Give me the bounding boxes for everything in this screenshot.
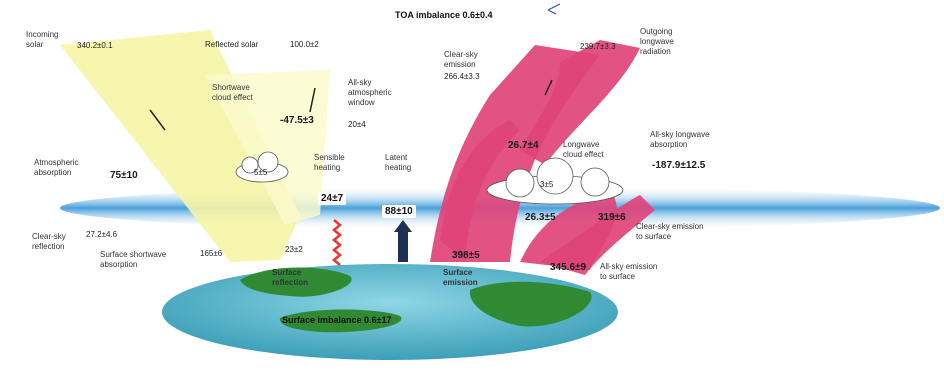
atm-window-value: 20±4 [348,120,366,129]
atm-window-label: All-sky atmospheric window [348,78,392,108]
surface-sw-absorption-value: 165±6 [200,249,222,258]
incoming-solar-value: 340.2±0.1 [77,41,113,50]
all-sky-emission-surface-value: 345.6±9 [550,262,586,273]
surface-emission-label: Surface emission [443,268,478,288]
reflected-solar-label: Reflected solar [205,40,258,49]
latent-heating-label: Latent heating [385,153,411,173]
clear-sky-reflection-label: Clear-sky reflection [32,232,66,252]
cloud-left-value: 5±5 [254,168,267,177]
olr-label: Outgoing longwave radiation [640,27,674,57]
surface-emission-value: 398±5 [452,250,480,261]
atm-absorption-label: Atmospheric absorption [34,158,78,178]
incoming-solar-label: Incoming solar [26,30,58,50]
lw-absorption-label: All-sky longwave absorption [650,130,710,150]
sensible-heating-value: 24±7 [318,192,346,205]
shortwave-cloud-value: -47.5±3 [280,115,314,126]
lw-cloud-label: Longwave cloud effect [563,140,604,160]
olr-value: 239.7±3.3 [580,42,616,51]
clear-sky-emission-surface-value2: 26.3±5 [525,212,556,223]
sensible-heating-label: Sensible heating [314,153,345,173]
lw-absorption-value: -187.9±12.5 [652,160,705,171]
cloud-right-value: 3±5 [540,180,553,189]
clear-sky-reflection-value: 27.2±4.6 [86,230,117,239]
pen-mark [548,4,560,14]
atm-absorption-value: 75±10 [110,170,138,181]
clear-sky-emission-surface-value: 319±6 [598,212,626,223]
lw-cloud-value: 26.7±4 [508,140,539,151]
clear-sky-emission-value: 266.4±3.3 [444,72,480,81]
latent-heating-value: 88±10 [382,205,416,218]
shortwave-cloud-label: Shortwave cloud effect [212,83,253,103]
latent-heating-arrow [398,232,408,262]
surface-sw-absorption-label: Surface shortwave absorption [100,250,166,270]
surface-imbalance-label: Surface imbalance 0.6±17 [282,315,392,325]
clear-sky-emission-surface-label: Clear-sky emission to surface [636,222,704,242]
all-sky-emission-surface-label: All-sky emission to surface [600,262,657,282]
clear-sky-emission-label: Clear-sky emission [444,50,478,70]
surface-reflection-label: Surface reflection [272,268,308,288]
reflected-solar-value: 100.0±2 [290,40,319,49]
toa-imbalance-label: TOA imbalance 0.6±0.4 [395,10,492,20]
surface-reflection-value: 23±2 [285,245,303,254]
